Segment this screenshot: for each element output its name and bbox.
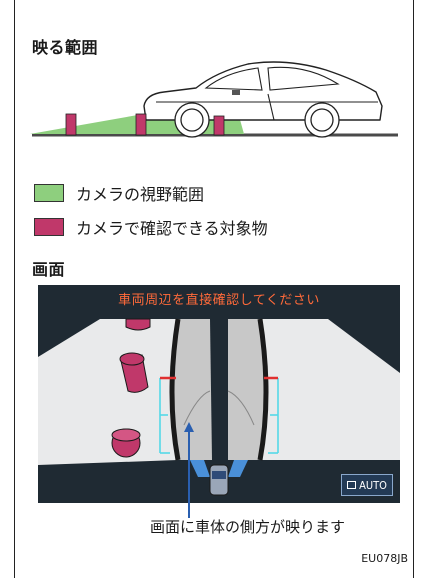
car-window-rear bbox=[267, 66, 340, 91]
camera-icon bbox=[347, 481, 357, 489]
camera-screen: 車両周辺を直接確認してください AUTO bbox=[38, 285, 400, 503]
camera-warning-message: 車両周辺を直接確認してください bbox=[118, 293, 320, 308]
legend-item-field-of-view: カメラの視野範囲 bbox=[34, 181, 204, 205]
car-side-illustration bbox=[30, 61, 398, 138]
car-window-line bbox=[204, 67, 263, 91]
legend-swatch-red bbox=[34, 218, 64, 236]
figure-code: EU078JB bbox=[361, 552, 408, 565]
section-heading-screen: 画面 bbox=[32, 260, 66, 279]
section-heading-range: 映る範囲 bbox=[32, 38, 99, 57]
auto-view-button[interactable]: AUTO bbox=[341, 474, 393, 496]
screen-caption: 画面に車体の側方が映ります bbox=[150, 518, 346, 536]
camera-view-image bbox=[38, 318, 400, 496]
object-post-2 bbox=[135, 113, 147, 136]
object-post-3 bbox=[213, 115, 225, 136]
camera-icon bbox=[232, 90, 240, 95]
callout-pointer bbox=[184, 422, 194, 518]
legend-swatch-green bbox=[34, 184, 64, 202]
page-frame bbox=[14, 0, 414, 578]
object-post-1 bbox=[65, 113, 77, 136]
car-wheel-front bbox=[174, 102, 210, 138]
car-wheel-rear bbox=[304, 102, 340, 138]
legend-item-objects: カメラで確認できる対象物 bbox=[34, 215, 268, 239]
legend-label: カメラの視野範囲 bbox=[76, 185, 205, 204]
auto-label: AUTO bbox=[359, 478, 387, 492]
legend-label: カメラで確認できる対象物 bbox=[76, 219, 268, 238]
